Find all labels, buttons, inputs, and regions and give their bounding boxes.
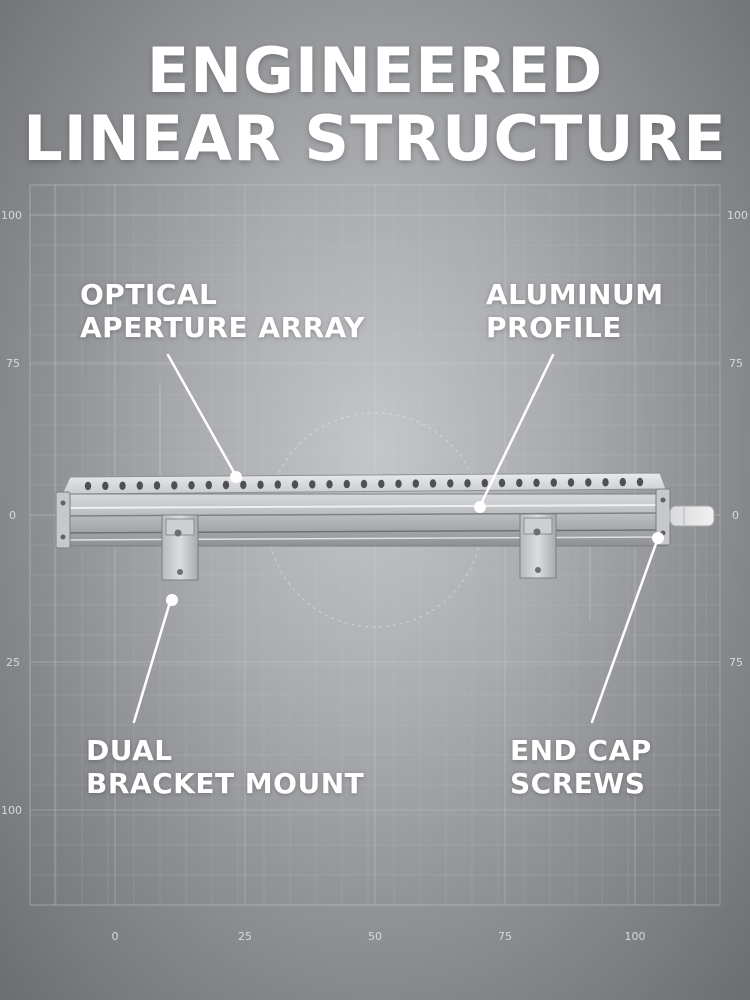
tick-label: 25 — [238, 930, 252, 943]
bracket-hole-icon — [177, 569, 183, 575]
callout-optical-aperture: OPTICAL APERTURE ARRAY — [80, 278, 365, 344]
aperture-hole-icon — [84, 481, 92, 491]
leader-line-endcap — [590, 536, 660, 724]
right-axis-ticks: 100 75 0 75 — [727, 209, 748, 669]
right-mounting-bracket — [519, 513, 557, 579]
leader-line-profile — [478, 353, 555, 508]
tick-label: 75 — [729, 357, 743, 370]
aperture-hole-icon — [136, 481, 143, 490]
linear-light-bar — [55, 472, 715, 581]
aperture-hole-icon — [360, 479, 368, 489]
tick-label: 0 — [9, 509, 16, 522]
left-mounting-bracket — [161, 514, 199, 581]
aperture-hole-icon — [481, 478, 488, 488]
cable-gland — [669, 505, 715, 527]
headline-line-2: LINEAR STRUCTURE — [23, 102, 727, 175]
callout-line: OPTICAL — [80, 278, 218, 311]
bracket-bolt-icon — [174, 529, 182, 537]
aperture-hole-icon — [585, 478, 592, 487]
callout-aluminum-profile: ALUMINUM PROFILE — [486, 278, 664, 344]
aperture-hole-icon — [291, 480, 299, 489]
aperture-hole-icon — [102, 481, 109, 491]
tick-label: 100 — [1, 804, 22, 817]
aperture-hole-icon — [567, 478, 575, 487]
aperture-hole-icon — [153, 481, 161, 490]
aperture-hole-icon — [274, 480, 281, 489]
aperture-hole-icon — [343, 479, 350, 489]
aperture-hole-icon — [119, 481, 126, 490]
aperture-hole-icon — [205, 480, 212, 490]
aperture-array — [84, 477, 644, 491]
aperture-hole-icon — [464, 479, 471, 488]
aperture-hole-icon — [257, 480, 264, 489]
tick-label: 100 — [625, 930, 646, 943]
aperture-hole-icon — [636, 477, 644, 487]
tick-label: 75 — [729, 656, 743, 669]
aperture-hole-icon — [171, 481, 178, 490]
end-cap-screw-icon — [660, 497, 666, 503]
aperture-hole-icon — [309, 480, 316, 489]
callout-line: END CAP — [510, 734, 652, 767]
tick-label: 25 — [6, 656, 20, 669]
tick-label: 0 — [732, 509, 739, 522]
tick-label: 50 — [368, 930, 382, 943]
tick-label: 0 — [112, 930, 119, 943]
headline-line-1: ENGINEERED — [146, 34, 604, 107]
aperture-hole-icon — [429, 479, 437, 488]
profile-ridge — [61, 504, 667, 509]
aperture-hole-icon — [498, 478, 506, 488]
callout-dot — [474, 501, 486, 513]
aperture-hole-icon — [516, 478, 523, 488]
callout-line: SCREWS — [510, 767, 646, 800]
tick-label: 75 — [498, 930, 512, 943]
aperture-hole-icon — [326, 480, 333, 489]
aperture-hole-icon — [550, 478, 557, 487]
end-cap-screw-icon — [60, 534, 66, 540]
callout-line: DUAL — [86, 734, 173, 767]
aperture-hole-icon — [447, 479, 454, 488]
callout-line: ALUMINUM — [486, 278, 664, 311]
callout-dual-bracket: DUAL BRACKET MOUNT — [86, 734, 364, 800]
aperture-hole-icon — [240, 480, 247, 490]
left-axis-ticks: 100 75 0 25 100 — [1, 209, 22, 817]
bracket-bolt-icon — [533, 528, 541, 536]
tick-label: 100 — [727, 209, 748, 222]
aperture-hole-icon — [188, 481, 195, 490]
aperture-hole-icon — [222, 480, 230, 490]
bracket-hole-icon — [535, 567, 541, 573]
callout-dot — [230, 471, 242, 483]
aperture-hole-icon — [412, 479, 419, 488]
leader-line-bracket — [132, 600, 172, 724]
aperture-hole-icon — [619, 477, 626, 487]
callout-end-cap: END CAP SCREWS — [510, 734, 652, 800]
callout-line: APERTURE ARRAY — [80, 311, 365, 344]
callout-dot — [652, 532, 664, 544]
callout-line: BRACKET MOUNT — [86, 767, 365, 800]
tick-label: 75 — [6, 357, 20, 370]
callout-dot — [166, 594, 178, 606]
leader-line-aperture — [166, 353, 238, 478]
bottom-axis-ticks: 0 25 50 75 100 — [112, 930, 646, 943]
tick-label: 100 — [1, 209, 22, 222]
aperture-hole-icon — [378, 479, 385, 489]
end-cap-screw-icon — [60, 500, 66, 506]
callout-line: PROFILE — [486, 311, 622, 344]
aperture-hole-icon — [533, 478, 540, 487]
left-end-cap — [55, 491, 71, 549]
aperture-hole-icon — [602, 478, 609, 487]
aperture-hole-icon — [395, 479, 402, 488]
